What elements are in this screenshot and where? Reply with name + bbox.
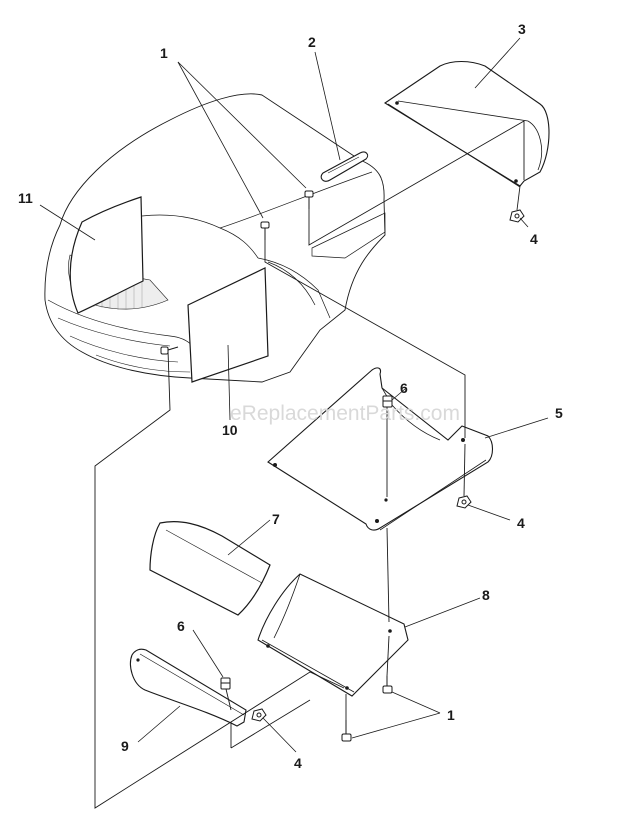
hood-grille-line-2: [69, 335, 179, 363]
part-5-hole-4: [384, 498, 388, 502]
nut-4-mid: [456, 495, 472, 509]
hood-bottom-line: [95, 354, 191, 373]
callout-7: 7: [272, 511, 280, 527]
callout-6-bottom: 6: [177, 618, 185, 634]
part-5-hole-1: [273, 463, 277, 467]
bolt-1-e: [341, 720, 352, 742]
callout-1-top: 1: [160, 45, 168, 61]
leader-lines: [39, 37, 549, 753]
part-5-pan: [267, 367, 494, 531]
callout-3: 3: [518, 21, 526, 37]
part-11-side-decal: [69, 196, 144, 314]
callout-11: 11: [18, 190, 33, 206]
callout-4-bottom: 4: [294, 755, 302, 771]
part-10-side-panel: [187, 267, 269, 383]
part-2-badge: [320, 151, 369, 182]
part-9-bracket-edge: [139, 653, 245, 716]
part-5-hole-2: [375, 519, 379, 523]
part-8-fold: [261, 573, 355, 693]
bolt-1-a: [260, 221, 270, 240]
part-9-bracket: [129, 648, 247, 727]
bolt-1-d: [382, 676, 393, 694]
part-8-lower-plate: [257, 573, 409, 697]
part-3-hole-2: [514, 179, 518, 183]
part-9-hole-1: [136, 658, 140, 662]
callout-1-bottom: 1: [447, 707, 455, 723]
callout-6-top: 6: [400, 380, 408, 396]
part-8-hole-1: [266, 644, 270, 648]
callout-10: 10: [222, 422, 238, 438]
hood-outline: [44, 93, 386, 383]
callout-4-mid: 4: [517, 515, 525, 531]
assembly-lines: [94, 120, 525, 809]
callout-5: 5: [555, 405, 563, 421]
bolt-1-b: [304, 190, 314, 209]
clip-6-top: [382, 395, 393, 408]
part-5-hole-3: [461, 438, 465, 442]
hood-rear-panel: [311, 212, 386, 259]
callout-2: 2: [308, 34, 316, 50]
clip-6-bottom: [220, 677, 231, 690]
part-3-hole-1: [395, 101, 399, 105]
hood-side-crease: [219, 171, 373, 229]
callout-4-top: 4: [530, 231, 538, 247]
part-7-curved-cover: [149, 521, 271, 616]
hood-grille-line-1: [57, 317, 171, 347]
part-2-badge-inner: [327, 156, 360, 174]
callout-8: 8: [482, 587, 490, 603]
watermark-text: eReplacementParts.com: [230, 402, 460, 425]
part-8-hole-3: [388, 629, 392, 633]
part-8-hole-2: [345, 686, 349, 690]
callout-9: 9: [121, 738, 129, 754]
part-3-top-panel-fold: [387, 100, 542, 188]
part-7-inner-shade: [165, 529, 263, 584]
part-3-top-panel: [383, 60, 550, 187]
